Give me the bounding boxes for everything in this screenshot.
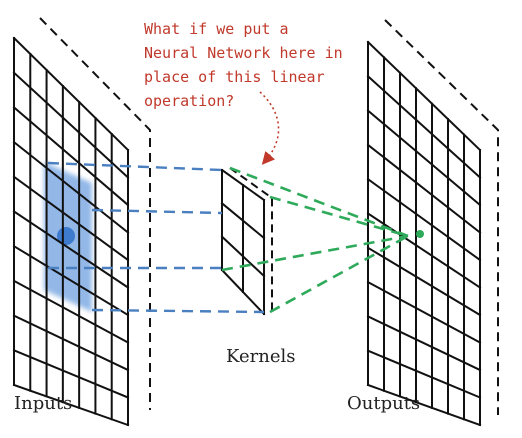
input-grid-hline [12, 383, 130, 427]
output-grid-hline [366, 212, 482, 289]
kernel-grid-hline [220, 268, 266, 316]
output-back-plane [384, 19, 499, 415]
kernel-grid-hline [220, 235, 266, 278]
annotation-arrow [259, 91, 280, 165]
input-center-point [57, 227, 75, 245]
output-grid-hline [366, 280, 482, 344]
output-grid-hline [366, 109, 482, 207]
kernels-label: Kernels [226, 346, 295, 367]
input-grid-hline [12, 314, 130, 372]
input-grid-hline [12, 175, 130, 262]
input-connectors [47, 161, 265, 314]
input-connector-4 [91, 308, 265, 314]
output-connector-1 [229, 166, 409, 238]
output-connector-2 [269, 195, 409, 238]
input-connector-1 [47, 161, 223, 172]
output-layer [366, 19, 499, 427]
input-grid-hline [12, 140, 130, 234]
output-grid-hline [366, 383, 482, 427]
kernel-back-plane [229, 167, 273, 312]
annotation-line-2: Neural Network here in [144, 44, 343, 62]
input-layer [12, 17, 151, 427]
input-grid-hline [12, 244, 130, 317]
input-connector-2 [91, 208, 223, 215]
output-grid [366, 40, 482, 427]
output-grid-hline [366, 315, 482, 372]
output-grid-hline [366, 246, 482, 317]
input-back-plane [39, 17, 151, 410]
outputs-label: Outputs [347, 393, 420, 414]
input-grid [12, 36, 130, 427]
input-grid-hline [12, 348, 130, 399]
input-grid-hline [12, 279, 130, 344]
kernel-grid [220, 168, 266, 316]
kernel-grid-hline [220, 168, 266, 202]
inputs-label: Inputs [14, 393, 72, 414]
kernel-grid-hline [220, 201, 266, 240]
input-grid-hline [12, 210, 130, 289]
annotation-line-4: operation? [144, 92, 234, 110]
output-connector-4 [269, 234, 409, 314]
annotation-line-1: What if we put a [144, 20, 289, 38]
input-grid-hline [12, 36, 130, 152]
output-grid-hline [366, 74, 482, 179]
output-grid-hline [366, 143, 482, 234]
output-connectors [221, 166, 409, 314]
annotation: What if we put a Neural Network here in … [144, 20, 343, 165]
kernel-layer [220, 167, 273, 316]
output-grid-hline [366, 349, 482, 399]
output-grid-hline [366, 177, 482, 262]
input-grid-hline [12, 105, 130, 207]
input-grid-hline [12, 71, 130, 179]
output-grid-hline [366, 40, 482, 152]
output-connector-3 [221, 234, 409, 272]
annotation-line-3: place of this linear [144, 68, 325, 86]
output-point [416, 230, 424, 238]
